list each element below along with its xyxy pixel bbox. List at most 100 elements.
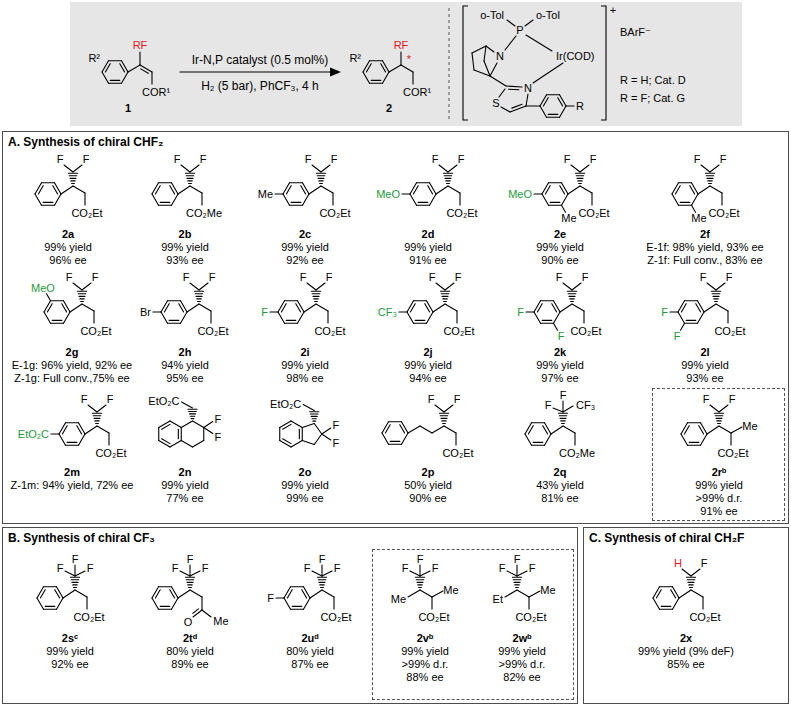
bond-line xyxy=(679,205,692,206)
bond-line xyxy=(321,165,330,172)
compound-caption: 92% ee xyxy=(51,658,88,671)
atom-label: Me xyxy=(691,212,706,225)
bond-line xyxy=(689,442,699,443)
bond-line xyxy=(190,416,194,417)
bond-line xyxy=(190,590,202,597)
bond-line xyxy=(443,423,446,424)
bond-line xyxy=(653,598,660,609)
atom-label: CO₂Et xyxy=(717,447,748,460)
atom-label: F xyxy=(556,271,563,284)
bond-line xyxy=(526,35,552,51)
bond-line xyxy=(710,186,722,193)
atom-label: CO₂Et xyxy=(689,611,720,624)
bond-line xyxy=(181,301,188,312)
bond-line xyxy=(190,571,200,576)
atom-label: F xyxy=(517,306,524,319)
bond-line xyxy=(656,590,661,598)
bond-line xyxy=(714,413,723,414)
bond-line xyxy=(320,183,323,184)
atom-label: F xyxy=(428,393,435,406)
compound-caption: 90% ee xyxy=(541,254,578,267)
bond-line xyxy=(407,312,414,323)
bond-line xyxy=(400,425,405,433)
compound-caption: 2l xyxy=(700,346,709,359)
bond-line xyxy=(185,173,194,174)
atom-label: F xyxy=(72,553,79,566)
atom-label: CO₂Et xyxy=(570,325,601,338)
atom-label: F xyxy=(326,271,333,284)
atom-label: R = F; Cat. G xyxy=(620,92,685,105)
bond-line xyxy=(560,304,572,312)
bond-line xyxy=(44,586,57,587)
bond-line xyxy=(42,205,55,206)
bond-line xyxy=(204,422,213,428)
compound-caption: 2vᵇ xyxy=(417,632,434,645)
bond-line xyxy=(692,205,696,212)
bond-line xyxy=(301,186,306,194)
bond-line xyxy=(313,421,316,422)
bond-line xyxy=(444,301,447,302)
bond-line xyxy=(73,165,82,172)
bond-line xyxy=(108,433,109,445)
bond-line xyxy=(507,20,515,26)
bond-line xyxy=(55,194,62,205)
atom-label: F xyxy=(81,393,88,406)
compound-caption: 99% yield xyxy=(281,479,329,492)
bond-line xyxy=(96,423,99,424)
bond-line xyxy=(444,175,452,176)
atom-label: CO₂Et xyxy=(446,207,477,220)
bond-line xyxy=(162,424,170,429)
bond-line xyxy=(671,590,676,598)
bond-line xyxy=(152,183,159,194)
bond-line xyxy=(688,582,694,583)
bond-line xyxy=(284,598,291,609)
bond-line xyxy=(187,582,193,583)
bond-line xyxy=(710,165,719,172)
atom-label: F xyxy=(83,153,90,166)
bond-line xyxy=(385,425,390,433)
bond-line xyxy=(55,183,62,194)
bond-line xyxy=(559,415,567,416)
compound-caption: 99% yield xyxy=(401,645,449,658)
compound-caption: 99% ee xyxy=(286,492,323,505)
bond-line xyxy=(332,193,333,205)
compound-caption: Z-1g: Full conv.,75% ee xyxy=(14,372,129,385)
bond-line xyxy=(554,312,561,323)
compound-caption: 91% ee xyxy=(409,254,446,267)
bond-line xyxy=(436,283,445,290)
atom-label: CO₂Et xyxy=(197,325,228,338)
bond-line xyxy=(537,304,542,312)
bond-line xyxy=(660,609,673,610)
bond-line xyxy=(690,587,693,588)
bond-line xyxy=(679,182,692,183)
bond-line xyxy=(47,294,51,301)
bond-line xyxy=(687,579,695,580)
compound-caption: 99% yield xyxy=(536,241,584,254)
bond-line xyxy=(442,420,446,421)
atom-label: F xyxy=(726,271,733,284)
bond-line xyxy=(689,584,693,585)
atom-label: + xyxy=(610,4,616,17)
bond-line xyxy=(562,423,565,424)
atom-label: CO₂Et xyxy=(320,611,351,624)
atom-label: F xyxy=(304,562,311,575)
bond-line xyxy=(730,433,731,445)
bond-line xyxy=(109,83,122,84)
bond-line xyxy=(673,598,680,609)
bond-line xyxy=(532,445,545,446)
atom-label: F xyxy=(700,271,707,284)
bond-line xyxy=(79,423,86,434)
bond-line xyxy=(389,65,401,72)
bond-line xyxy=(198,301,201,302)
atom-label: RF xyxy=(133,39,148,52)
bond-line xyxy=(168,300,181,301)
bond-line xyxy=(688,422,701,423)
bond-line xyxy=(381,64,386,72)
bond-line xyxy=(64,301,71,312)
bond-line xyxy=(390,441,400,442)
bond-line xyxy=(102,72,109,83)
bond-line xyxy=(298,312,305,323)
panel-title: A. Synthesis of chiral CHF₂ xyxy=(8,135,163,149)
bond-line xyxy=(577,178,583,179)
bond-line xyxy=(525,423,532,434)
